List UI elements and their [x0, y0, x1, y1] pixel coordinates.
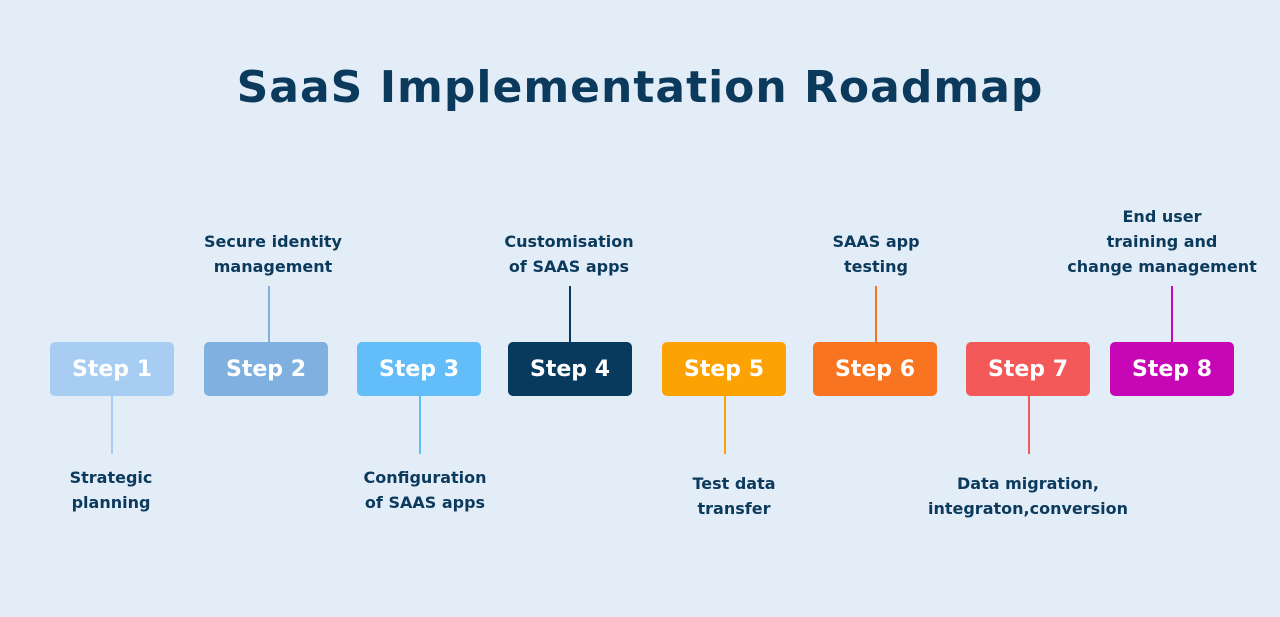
connector-1 [111, 396, 113, 454]
connector-2 [268, 286, 270, 342]
step-box-6: Step 6 [813, 342, 937, 396]
step-box-3: Step 3 [357, 342, 481, 396]
step-description-4: Customisation of SAAS apps [504, 232, 634, 276]
connector-7 [1028, 396, 1030, 454]
step-box-1: Step 1 [50, 342, 174, 396]
step-description-6: SAAS app testing [832, 232, 920, 276]
step-box-8: Step 8 [1110, 342, 1234, 396]
step-box-7: Step 7 [966, 342, 1090, 396]
connector-3 [419, 396, 421, 454]
connector-8 [1171, 286, 1173, 342]
step-description-8: End user training and change management [1067, 207, 1257, 276]
connector-4 [569, 286, 571, 342]
step-box-2: Step 2 [204, 342, 328, 396]
step-description-2: Secure identity management [204, 232, 342, 276]
connector-5 [724, 396, 726, 454]
step-box-4: Step 4 [508, 342, 632, 396]
step-description-7: Data migration, integraton,conversion [927, 474, 1129, 518]
step-description-1: Strategic planning [69, 468, 153, 512]
step-description-5: Test data transfer [692, 474, 776, 518]
step-description-3: Configuration of SAAS apps [363, 468, 487, 512]
step-box-5: Step 5 [662, 342, 786, 396]
page-title: SaaS Implementation Roadmap [236, 62, 1044, 113]
connector-6 [875, 286, 877, 342]
